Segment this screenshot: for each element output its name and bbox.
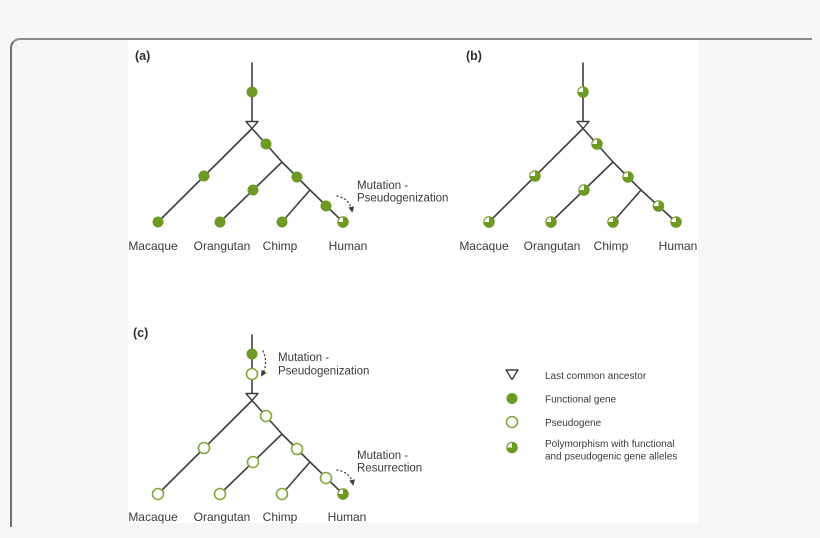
functional-gene-dot xyxy=(246,348,258,360)
annotation-resurrection-c: Mutation - Resurrection xyxy=(336,450,422,486)
polymorphism-dot xyxy=(544,215,558,229)
polymorphism-dot xyxy=(577,183,591,197)
legend-polymorphism-icon xyxy=(505,441,519,454)
species-label-human: Human xyxy=(659,239,698,253)
legend-functional-gene-icon xyxy=(506,393,518,404)
panel-label-b: (b) xyxy=(466,49,482,63)
annotation-line1: Mutation - xyxy=(357,180,408,192)
legend-pseudogene-icon xyxy=(505,415,519,429)
panel-c: (c) Macaque Orangutan Chimp Human Mutati… xyxy=(128,326,422,524)
legend: Last common ancestor Functional gene Pse… xyxy=(505,369,677,463)
annotation-line1: Mutation - xyxy=(278,352,329,364)
functional-gene-dot xyxy=(291,171,303,183)
pseudogene-dot xyxy=(151,487,165,501)
polymorphism-dot xyxy=(590,137,604,151)
dashed-arrow xyxy=(261,350,267,377)
species-label-macaque: Macaque xyxy=(128,510,178,524)
functional-gene-dot xyxy=(246,86,258,98)
species-label-macaque: Macaque xyxy=(459,239,509,253)
pseudogene-dot xyxy=(197,441,211,455)
panel-a: (a) Macaque Orangutan Chimp Human Mutati… xyxy=(128,49,448,253)
legend-label-polymorphism-line1: Polymorphism with functional xyxy=(545,439,675,450)
functional-gene-dot xyxy=(214,216,226,228)
pseudogene-dot xyxy=(290,442,304,456)
panel-b: (b) Macaque Orangutan Chimp Human xyxy=(459,49,697,253)
annotation-line2: Pseudogenization xyxy=(278,366,369,378)
species-label-orangutan: Orangutan xyxy=(524,239,581,253)
pseudogene-dot xyxy=(259,409,273,423)
species-label-chimp: Chimp xyxy=(263,239,298,253)
polymorphism-dot xyxy=(652,199,665,213)
species-label-human: Human xyxy=(329,239,368,253)
functional-gene-dot xyxy=(152,216,164,228)
pseudogene-dot xyxy=(319,471,333,485)
species-label-macaque: Macaque xyxy=(128,239,178,253)
polymorphism-dot xyxy=(621,170,635,184)
legend-label-last-common-ancestor: Last common ancestor xyxy=(545,371,647,382)
polymorphism-dot xyxy=(482,215,496,229)
last-common-ancestor-triangle xyxy=(576,120,590,130)
functional-gene-dot xyxy=(320,200,332,212)
legend-last-common-ancestor-icon xyxy=(505,369,519,381)
last-common-ancestor-triangle xyxy=(245,120,259,130)
annotation-line2: Resurrection xyxy=(357,463,422,475)
panel-label-a: (a) xyxy=(135,49,150,63)
legend-label-pseudogene: Pseudogene xyxy=(545,418,602,429)
annotation-line2: Pseudogenization xyxy=(357,193,448,205)
panel-label-c: (c) xyxy=(133,326,148,340)
dashed-arrow xyxy=(336,469,355,486)
functional-gene-dot xyxy=(260,138,272,150)
annotation-pseudogenization-c: Mutation - Pseudogenization xyxy=(261,350,369,378)
polymorphism-dot xyxy=(528,169,542,183)
species-label-chimp: Chimp xyxy=(594,239,629,253)
polymorphism-dot xyxy=(336,487,350,501)
annotation-line1: Mutation - xyxy=(357,450,408,462)
pseudogene-dot xyxy=(275,487,289,501)
last-common-ancestor-triangle xyxy=(245,392,259,402)
functional-gene-dot xyxy=(198,170,210,182)
species-label-chimp: Chimp xyxy=(263,510,298,524)
polymorphism-dot xyxy=(336,215,350,229)
pseudogene-dot xyxy=(246,455,260,469)
polymorphism-dot xyxy=(606,215,620,229)
polymorphism-dot xyxy=(576,85,590,99)
pseudogene-dot xyxy=(245,367,259,381)
species-label-orangutan: Orangutan xyxy=(194,239,251,253)
legend-label-polymorphism-line2: and pseudogenic gene alleles xyxy=(545,452,677,463)
pseudogene-dot xyxy=(213,487,227,501)
polymorphism-dot xyxy=(669,215,683,229)
figure-background xyxy=(128,40,698,523)
functional-gene-dot xyxy=(247,184,259,196)
species-label-orangutan: Orangutan xyxy=(194,510,251,524)
species-label-human: Human xyxy=(328,510,367,524)
functional-gene-dot xyxy=(276,216,288,228)
dashed-arrow xyxy=(336,195,355,213)
legend-label-functional-gene: Functional gene xyxy=(545,395,617,406)
annotation-pseudogenization-a: Mutation - Pseudogenization xyxy=(336,180,448,213)
